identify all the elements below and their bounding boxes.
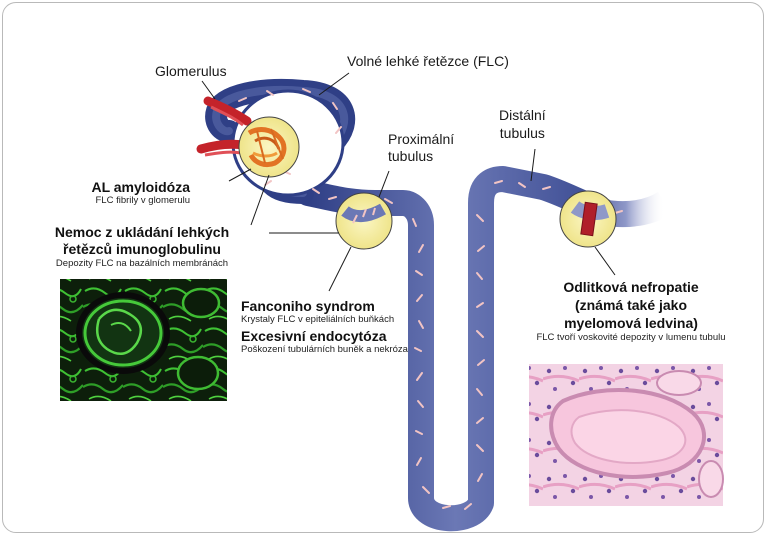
distal-label-line1: Distální — [499, 107, 546, 123]
flc-label: Volné lehké řetězce (FLC) — [347, 53, 509, 69]
distal-label-line2: tubulus — [499, 125, 545, 141]
cast-title-line2: (známá také jako — [574, 297, 688, 313]
pink-micrograph — [529, 364, 724, 506]
fanconi-title: Fanconiho syndrom — [241, 298, 375, 314]
green-micrograph — [60, 279, 227, 401]
endocytosis-title: Excesivní endocytóza — [241, 328, 387, 344]
deposition-title-line2: řetězců imunoglobulinu — [63, 241, 221, 257]
deposition-desc: Depozity FLC na bazálních membránách — [55, 258, 229, 269]
distal-tubule-label: Distální tubulus — [499, 106, 546, 142]
cast-nephropathy-block: Odlitková nefropatie (známá také jako my… — [523, 278, 739, 343]
al-amyloidosis-title: AL amyloidóza — [91, 179, 190, 195]
al-amyloidosis-desc: FLC fibrily v glomerulu — [95, 195, 191, 206]
deposition-disease-block: Nemoc z ukládání lehkých řetězců imunogl… — [17, 224, 267, 269]
glomerulus-label: Glomerulus — [155, 63, 227, 79]
deposition-title-line1: Nemoc z ukládání lehkých — [54, 224, 230, 240]
endocytosis-block: Excesivní endocytóza Poškození tubulární… — [241, 328, 408, 355]
nephron-diagram — [60, 72, 724, 532]
proximal-tubule-label: Proximální tubulus — [388, 131, 454, 165]
leader-lines — [201, 72, 616, 292]
glomerulus-highlight — [238, 116, 300, 178]
proximal-label-line1: Proximální — [388, 131, 455, 147]
proximal-label-line2: tubulus — [388, 148, 434, 164]
fanconi-desc: Krystaly FLC v epiteliálních buňkách — [241, 314, 395, 325]
cast-title-line1: Odlitková nefropatie — [563, 279, 699, 295]
distal-highlight — [559, 190, 617, 248]
cast-title-line3: myelomová ledvina) — [564, 315, 698, 331]
al-amyloidosis-block: AL amyloidóza FLC fibrily v glomerulu — [86, 179, 190, 206]
endocytosis-desc: Poškození tubulárních buněk a nekróza — [241, 344, 408, 355]
cast-desc: FLC tvoří voskovité depozity v lumenu tu… — [536, 332, 726, 343]
proximal-highlight — [335, 192, 393, 250]
fanconi-block: Fanconiho syndrom Krystaly FLC v epiteli… — [241, 298, 394, 325]
